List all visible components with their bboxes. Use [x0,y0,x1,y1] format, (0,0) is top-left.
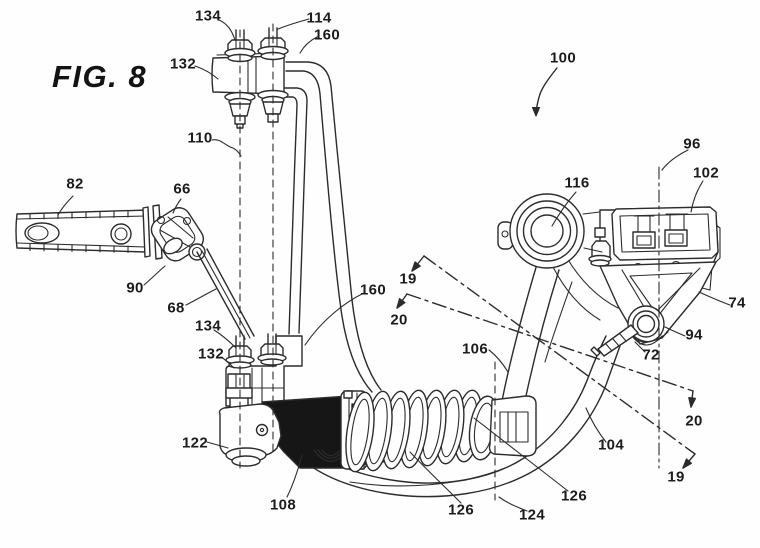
leader-134-lower [213,329,237,349]
ref-label-132-lower: 132 [198,345,224,363]
leader-94 [664,326,686,337]
ref-label-19-upper: 19 [399,270,417,288]
section-line-19 [423,255,696,455]
leader-124 [498,496,528,512]
leader-66 [172,198,182,214]
leader-lines [57,18,731,512]
section-line-20 [406,293,694,392]
assembly-arrowhead-100 [531,106,541,117]
ref-label-72: 72 [642,346,660,364]
ref-label-74: 74 [728,294,746,312]
leader-126-left [409,451,462,504]
ref-label-116: 116 [564,174,590,192]
leader-132-lower [220,356,235,369]
ref-label-82: 82 [66,175,84,193]
mounting-tube-160 [283,61,382,393]
shock-absorber-108 [218,389,537,473]
ref-label-90: 90 [126,279,144,297]
leader-68 [185,288,217,306]
leader-108 [286,454,303,498]
ref-label-20-upper: 20 [390,311,408,329]
ref-label-96: 96 [683,135,701,153]
leader-102 [690,180,704,213]
leader-132-top [194,65,219,80]
lower-clamp-132 [225,333,303,417]
ref-label-94: 94 [685,326,703,344]
ref-label-126-left: 126 [448,501,474,519]
leader-110 [211,139,242,157]
ref-label-160-mid: 160 [360,281,386,299]
leader-90 [143,265,166,286]
leader-104 [585,407,607,443]
ref-label-19-lower: 19 [667,468,685,486]
leader-114 [277,18,310,30]
axis-lines [239,23,660,501]
tie-link-68 [196,248,255,340]
leader-134-top [218,19,236,41]
u-joint-66 [150,207,206,262]
steering-arm-82 [15,204,163,260]
leader-122 [206,441,229,449]
ref-label-100: 100 [550,49,576,67]
ref-label-126-right: 126 [561,487,587,505]
ref-label-124: 124 [519,506,545,524]
upper-clamp-132 [211,27,289,129]
leader-72 [634,341,646,353]
ref-label-114: 114 [306,9,332,27]
leader-74 [698,291,731,306]
ref-label-134-top: 134 [195,7,221,25]
ref-label-66: 66 [173,180,191,198]
drawing-root [15,18,731,512]
ref-label-110: 110 [187,129,213,147]
coil-spring-126 [345,389,483,473]
leader-82 [57,195,74,216]
leader-96 [661,149,689,171]
ref-label-160-top: 160 [314,26,340,44]
leader-106 [488,349,509,373]
leader-116 [551,191,577,227]
leader-126-right [473,417,569,492]
section-lines [396,255,696,469]
ref-label-108: 108 [270,496,296,514]
assembly-arrow-100 [535,67,558,113]
leader-160-mid [304,292,365,346]
ref-label-68: 68 [167,299,185,317]
figure-title: FIG. 8 [52,59,148,94]
ref-label-102: 102 [693,164,719,182]
mount-assembly [497,193,721,357]
ref-label-106: 106 [462,340,488,358]
ref-label-122: 122 [182,434,208,452]
ref-label-104: 104 [598,436,624,454]
leader-160-top [299,36,318,54]
ref-label-134-lower: 134 [195,317,221,335]
ref-label-132-top: 132 [170,55,196,73]
ref-label-20-right: 20 [685,412,703,430]
